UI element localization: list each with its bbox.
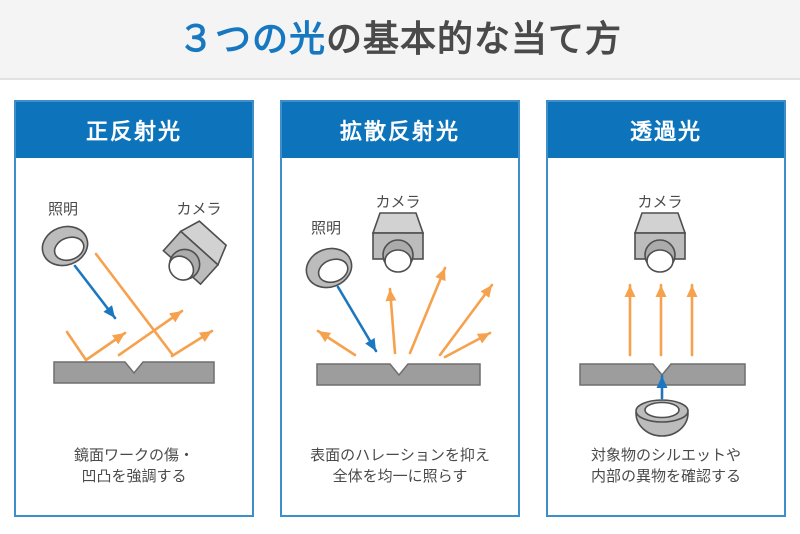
title-bar: ３つの光の基本的な当て方 bbox=[0, 0, 800, 80]
caption-line: 全体を均一に照らす bbox=[332, 468, 468, 485]
panel-transmitted-light: 透過光 カメラ bbox=[546, 100, 786, 517]
panel-header-specular: 正反射光 bbox=[16, 102, 252, 158]
workpiece-bar bbox=[316, 363, 481, 386]
transmitted-light-illustration: カメラ bbox=[579, 194, 746, 437]
panel-header-transmitted: 透過光 bbox=[548, 102, 784, 158]
page-title-highlight: ３つの光 bbox=[177, 18, 326, 59]
panels-container: 正反射光 照明 カメラ bbox=[0, 100, 800, 517]
page-title: ３つの光の基本的な当て方 bbox=[178, 21, 622, 57]
ring-light-icon bbox=[305, 247, 353, 289]
caption-line: 内部の異物を確認する bbox=[590, 468, 741, 485]
diffuse-reflection-illustration: カメラ 照明 bbox=[305, 194, 494, 386]
panel-caption-diffuse: 表面のハレーションを抑え 全体を均一に照らす bbox=[282, 445, 518, 487]
camera-label: カメラ bbox=[637, 194, 682, 211]
caption-line: 鏡面ワークの傷・ bbox=[73, 447, 194, 464]
transmitted-light-arrows bbox=[624, 283, 698, 357]
panel-header-diffuse: 拡散反射光 bbox=[282, 102, 518, 158]
light-label: 照明 bbox=[48, 201, 78, 218]
panel-caption-specular: 鏡面ワークの傷・ 凹凸を強調する bbox=[16, 445, 252, 487]
panel-caption-transmitted: 対象物のシルエットや 内部の異物を確認する bbox=[548, 445, 784, 487]
camera-icon bbox=[633, 212, 687, 273]
page-title-rest: の基本的な当て方 bbox=[326, 18, 623, 59]
caption-line: 対象物のシルエットや bbox=[590, 447, 741, 464]
camera-label: カメラ bbox=[375, 194, 420, 211]
specular-reflection-illustration: 照明 カメラ bbox=[41, 201, 228, 384]
camera-icon bbox=[162, 220, 228, 286]
ring-light-icon bbox=[41, 225, 89, 267]
panel-specular-reflection: 正反射光 照明 カメラ bbox=[14, 100, 254, 517]
dome-light-icon bbox=[635, 399, 689, 437]
caption-line: 凹凸を強調する bbox=[81, 468, 187, 485]
reflected-light-arrows bbox=[65, 252, 214, 362]
light-label: 照明 bbox=[311, 220, 341, 237]
caption-line: 表面のハレーションを抑え bbox=[310, 447, 490, 464]
panel-diffuse-reflection: 拡散反射光 カメラ 照明 bbox=[280, 100, 520, 517]
workpiece-bar bbox=[579, 363, 746, 386]
incident-light-arrow bbox=[73, 264, 117, 320]
workpiece-bar bbox=[53, 361, 215, 384]
incident-light-arrow bbox=[336, 285, 378, 353]
camera-label: カメラ bbox=[176, 201, 221, 218]
camera-icon bbox=[371, 212, 425, 273]
diffused-light-arrows bbox=[316, 266, 494, 359]
